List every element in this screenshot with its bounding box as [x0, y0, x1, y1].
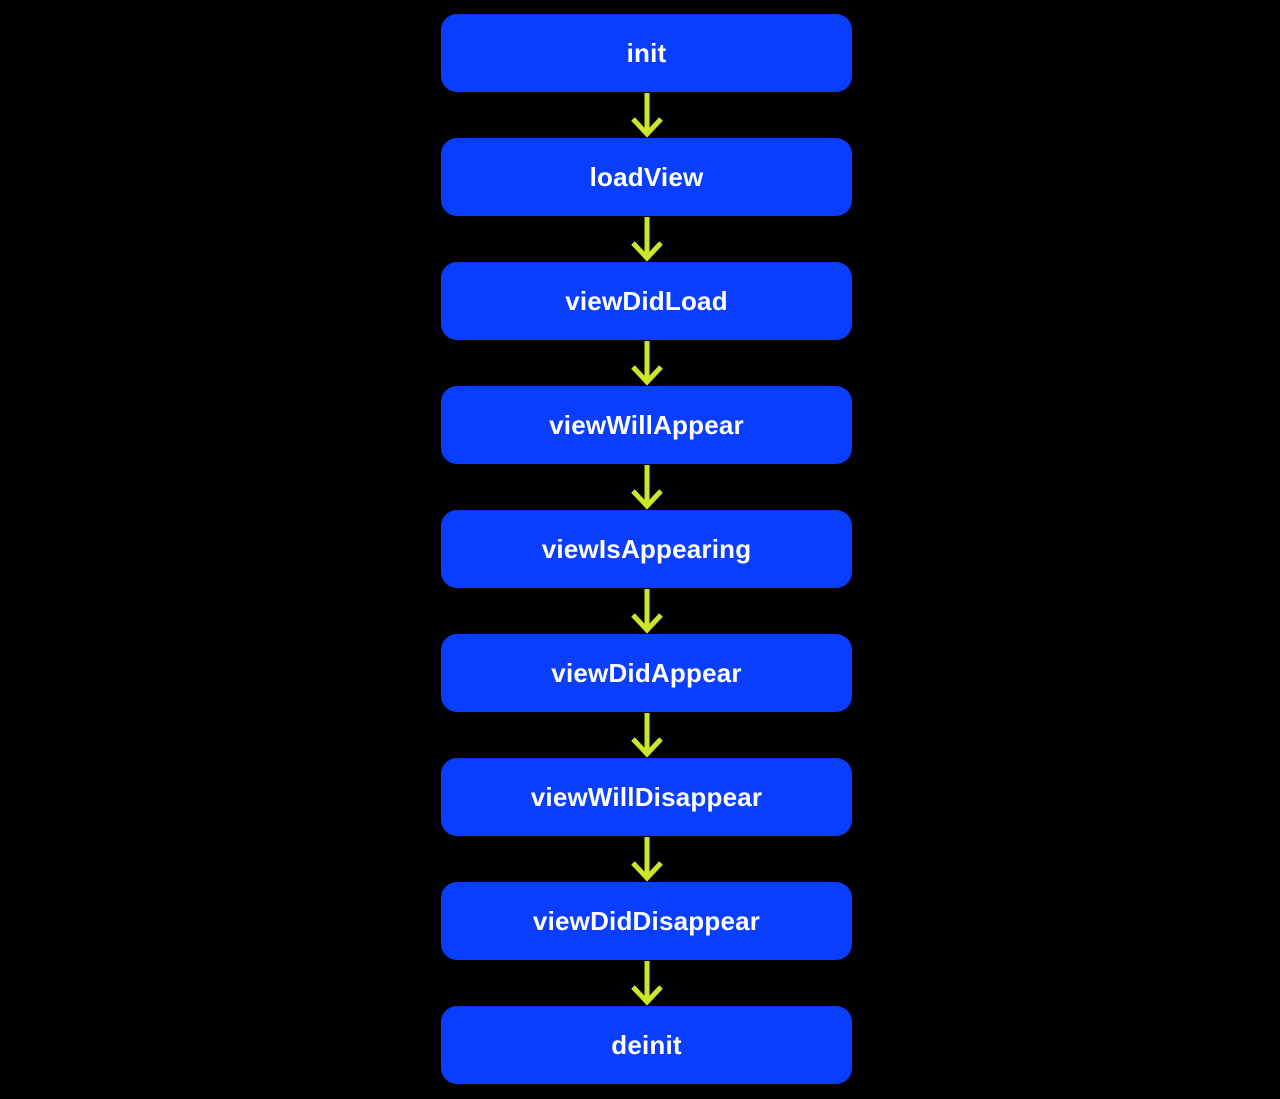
node-viewisappearing: viewIsAppearing — [441, 510, 852, 588]
node-viewdiddisappear: viewDidDisappear — [441, 882, 852, 960]
node-loadview: loadView — [441, 138, 852, 216]
node-viewdidload: viewDidLoad — [441, 262, 852, 340]
arrow-down-icon — [629, 92, 665, 138]
node-label: viewDidDisappear — [532, 905, 761, 936]
node-label: viewDidAppear — [551, 657, 742, 688]
arrow-down-icon — [629, 960, 665, 1006]
node-label: loadView — [589, 161, 704, 192]
node-init: init — [441, 14, 852, 92]
node-viewwillappear: viewWillAppear — [441, 386, 852, 464]
arrow-down-icon — [629, 588, 665, 634]
arrow-down-icon — [629, 836, 665, 882]
node-label: viewDidLoad — [565, 285, 728, 316]
arrow-down-icon — [629, 464, 665, 510]
arrow-down-icon — [629, 340, 665, 386]
view-lifecycle-flowchart: init loadView viewDidLoad — [441, 14, 852, 1084]
node-label: init — [626, 37, 667, 68]
arrow-down-icon — [629, 712, 665, 758]
node-label: viewIsAppearing — [541, 533, 752, 564]
node-label: viewWillAppear — [549, 409, 744, 440]
node-label: deinit — [611, 1029, 682, 1060]
node-viewwilldisappear: viewWillDisappear — [441, 758, 852, 836]
node-deinit: deinit — [441, 1006, 852, 1084]
node-label: viewWillDisappear — [530, 781, 763, 812]
node-viewdidappear: viewDidAppear — [441, 634, 852, 712]
arrow-down-icon — [629, 216, 665, 262]
